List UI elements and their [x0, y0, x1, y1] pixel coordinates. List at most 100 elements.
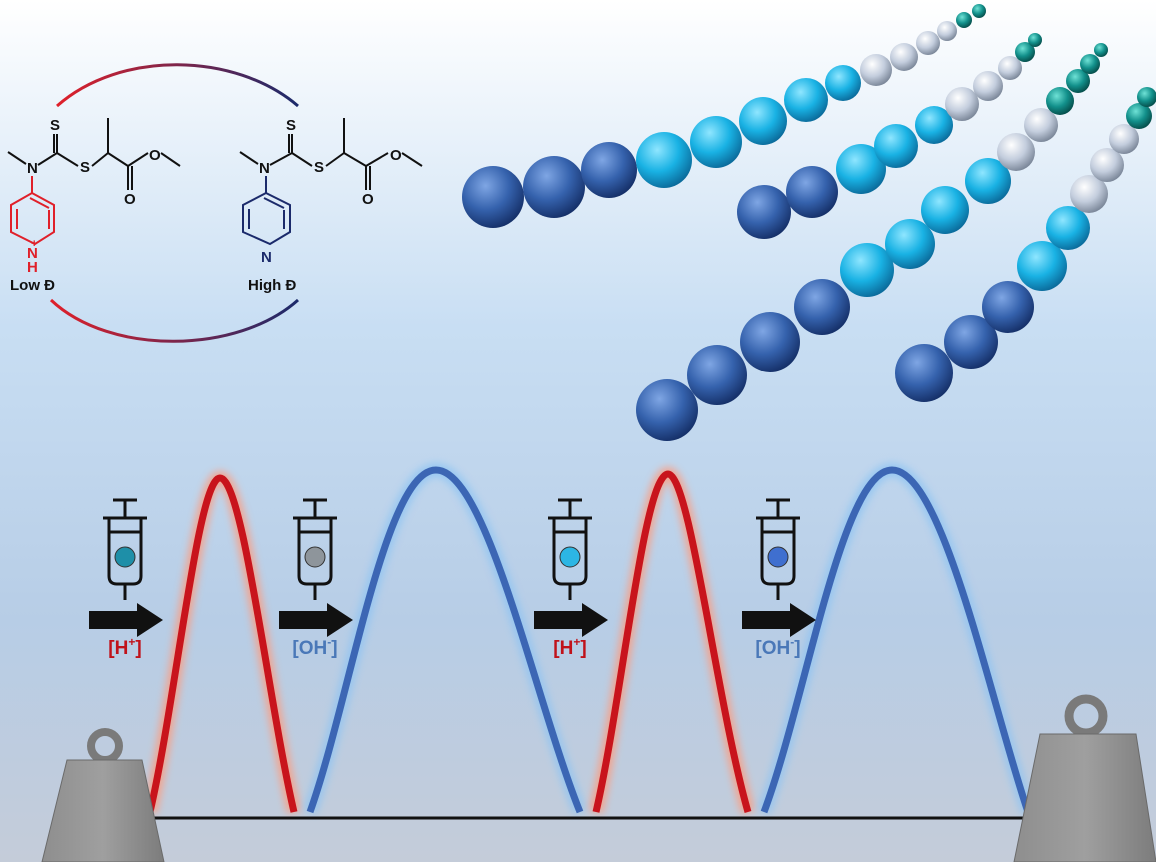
chain-4-bead: [1046, 206, 1090, 250]
chain-1-bead: [581, 142, 637, 198]
high-ester-o: O: [390, 147, 402, 164]
chain-4-bead: [1137, 87, 1156, 107]
chain-4-bead: [1109, 124, 1139, 154]
chain-3-bead: [997, 133, 1035, 171]
chain-1-bead: [636, 132, 692, 188]
stimulus-3: [H+]: [534, 498, 608, 659]
syringe-icon: [756, 498, 800, 600]
peak-3-low-d: [592, 470, 752, 813]
high-thione-s: S: [286, 117, 296, 134]
molecule-low-dispersity: [7, 118, 181, 246]
chain-2-bead: [737, 185, 791, 239]
chain-1-bead: [890, 43, 918, 71]
chain-2-bead: [874, 124, 918, 168]
chain-3-bead: [1080, 54, 1100, 74]
chain-4-bead: [1070, 175, 1108, 213]
chain-4-bead: [1126, 103, 1152, 129]
stimulus-label-main: [OH: [292, 638, 327, 659]
stimuli-row: [H+][OH-][H+][OH-]: [89, 498, 816, 659]
low-thione-s: S: [50, 117, 60, 134]
stimulus-label-main: [H: [553, 638, 573, 659]
polymer-chain-4: [895, 87, 1156, 402]
low-d-label: Low Đ: [10, 277, 55, 294]
switch-arc-bottom: [49, 298, 300, 343]
chain-1-bead: [937, 21, 957, 41]
stimulus-label-close: ]: [135, 638, 141, 659]
low-carbonyl-o: O: [124, 191, 136, 208]
low-thio-s: S: [80, 159, 90, 176]
chain-3-bead: [921, 186, 969, 234]
arrow-right-icon: [534, 603, 608, 637]
stimulus-label-close: ]: [580, 638, 586, 659]
high-ring-n: N: [261, 249, 272, 266]
peak-1-low-d: [146, 474, 298, 813]
stimulus-label-close: ]: [794, 638, 800, 659]
chain-1-bead: [784, 78, 828, 122]
molecule-high-atoms: S N S O O N: [259, 117, 402, 266]
stimulus-label-charge: -: [327, 635, 331, 649]
low-ester-o: O: [149, 147, 161, 164]
high-thio-s: S: [314, 159, 324, 176]
weight-left: [41, 728, 165, 862]
chain-3-bead: [687, 345, 747, 405]
chain-3-bead: [840, 243, 894, 297]
chain-1-bead: [523, 156, 585, 218]
chain-3-bead: [740, 312, 800, 372]
chain-2-bead: [786, 166, 838, 218]
syringe-icon: [293, 498, 337, 600]
chain-2-bead: [1015, 42, 1035, 62]
stimulus-2: [OH-]: [279, 498, 353, 659]
chain-4-bead: [982, 281, 1034, 333]
stimulus-1: [H+]: [89, 498, 163, 659]
stimulus-label: [OH-]: [755, 635, 800, 659]
stimulus-label-charge: -: [790, 635, 794, 649]
chain-1-bead: [462, 166, 524, 228]
switch-arc-top: [56, 63, 299, 108]
chain-3-bead: [885, 219, 935, 269]
chain-1-bead: [825, 65, 861, 101]
arrow-right-icon: [279, 603, 353, 637]
low-ring-n: N: [27, 245, 38, 262]
chain-3-bead: [1094, 43, 1108, 57]
polymer-chains: [462, 4, 1156, 441]
chain-3-bead: [1066, 69, 1090, 93]
chain-2-bead: [915, 106, 953, 144]
chain-4-bead: [1017, 241, 1067, 291]
low-amine-n: N: [27, 160, 38, 177]
stimulus-label-charge: +: [573, 635, 580, 649]
polymer-chain-2: [737, 33, 1042, 239]
polymer-chain-3: [636, 43, 1108, 441]
chain-3-bead: [965, 158, 1011, 204]
chain-1-bead: [916, 31, 940, 55]
chain-2-bead: [1028, 33, 1042, 47]
stimulus-label-main: [OH: [755, 638, 790, 659]
high-carbonyl-o: O: [362, 191, 374, 208]
stimulus-label-charge: +: [128, 635, 135, 649]
weight-right: [1013, 694, 1156, 862]
peak-2-high-d: [306, 466, 584, 814]
low-ring-h: H: [27, 259, 38, 276]
syringe-bead: [559, 546, 581, 568]
chain-2-bead: [998, 56, 1022, 80]
arrow-right-icon: [89, 603, 163, 637]
chain-2-bead: [973, 71, 1003, 101]
syringe-bead: [304, 546, 326, 568]
chain-4-bead: [944, 315, 998, 369]
chain-1-bead: [739, 97, 787, 145]
syringe-bead: [767, 546, 789, 568]
stimulus-label: [OH-]: [292, 635, 337, 659]
syringe-icon: [103, 498, 147, 600]
chain-1-bead: [860, 54, 892, 86]
chain-2-bead: [945, 87, 979, 121]
stimulus-label: [H+]: [553, 635, 586, 659]
molecule-high-dispersity: [239, 118, 423, 246]
chain-3-bead: [1046, 87, 1074, 115]
stimulus-label-close: ]: [331, 638, 337, 659]
high-d-label: High Đ: [248, 277, 296, 294]
chain-1-bead: [690, 116, 742, 168]
chain-2-bead: [836, 144, 886, 194]
low-ring-charge: +: [31, 238, 37, 250]
stimulus-4: [OH-]: [742, 498, 816, 659]
